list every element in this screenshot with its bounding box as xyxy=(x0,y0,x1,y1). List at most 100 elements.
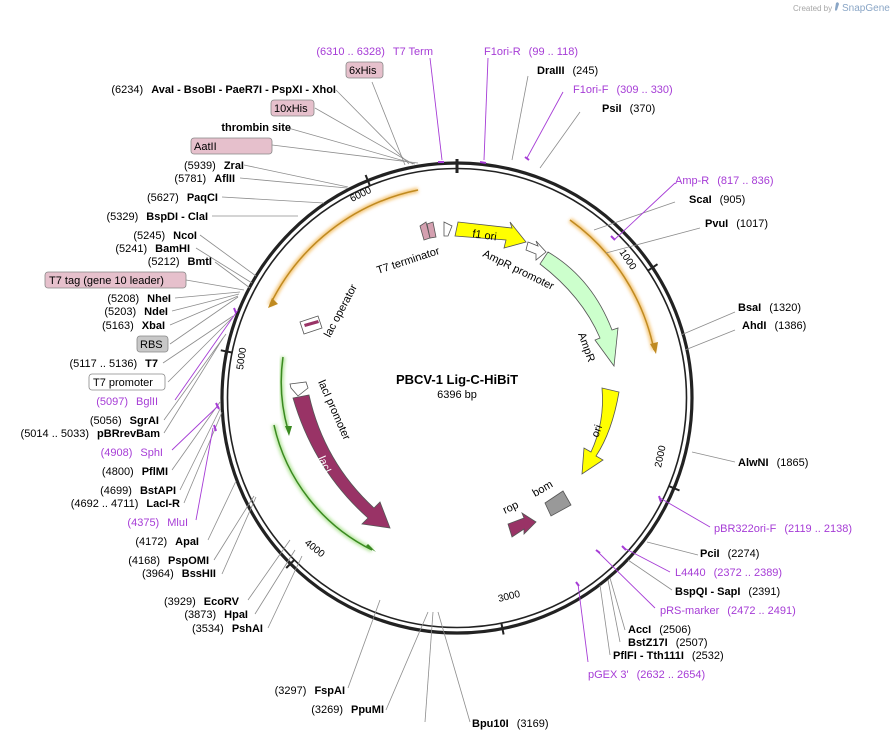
site-label-bspqi[interactable]: BspQI - SapI(2391) xyxy=(675,586,780,598)
site-label-alwni[interactable]: AlwNI(1865) xyxy=(738,457,808,469)
primer-label-prs-marker[interactable]: pRS-marker(2472 .. 2491) xyxy=(660,605,796,617)
tick-label-4000: 4000 xyxy=(302,538,327,561)
primer-label-amp-r[interactable]: Amp-R(817 .. 836) xyxy=(675,175,774,187)
primer-label-pbrrevbam[interactable]: (4908)SphI xyxy=(101,447,163,459)
feature-rop[interactable]: rop xyxy=(501,499,537,538)
snapgene-logo-icon xyxy=(835,2,839,11)
callout-box xyxy=(190,137,273,155)
site-label-psii[interactable]: PsiI(370) xyxy=(602,103,655,115)
site-label-paqci[interactable]: (5329)BspDI - ClaI xyxy=(106,211,208,223)
credit-brand: SnapGene xyxy=(842,3,890,14)
tick-label-5000: 5000 xyxy=(235,346,249,370)
site-label-sacii[interactable]: thrombin site xyxy=(221,122,291,134)
site-label-mlui[interactable]: (4172)ApaI xyxy=(135,536,199,548)
boxed-callouts: 6xHis 10xHis AatII T7 tag (gene 10 leade… xyxy=(44,61,384,391)
feature-label-ampr-promoter: AmpR promoter xyxy=(481,248,556,293)
plasmid-name: PBCV-1 Lig-C-HiBiT xyxy=(396,372,518,387)
tick-marks: 1000 2000 3000 4000 5000 6000 xyxy=(220,174,680,635)
feature-label-rop: rop xyxy=(501,499,521,517)
site-labels-left: (6310 .. 6328)T7 Term (6234)AvaI - BsoBI… xyxy=(21,46,433,716)
tick-mark xyxy=(668,484,680,492)
feature-ori[interactable]: ori xyxy=(581,387,620,475)
tick-mark xyxy=(646,263,659,272)
site-label-aflii[interactable]: (5627)PaqCI xyxy=(147,192,218,204)
feature-label-t7-terminator: T7 terminator xyxy=(375,245,441,277)
site-label-hpai[interactable]: (3534)PshAI xyxy=(192,623,263,635)
leader-lines xyxy=(162,57,736,723)
site-label-avai[interactable]: (6234)AvaI - BsoBI - PaeR7I - PspXI - Xh… xyxy=(111,84,336,96)
site-label-ecorv[interactable]: (3873)HpaI xyxy=(184,609,248,621)
site-label-ndei[interactable]: (5163)XbaI xyxy=(102,320,165,332)
tick-label-2000: 2000 xyxy=(653,444,668,468)
feature-f1-ori[interactable]: f1 ori xyxy=(454,221,527,249)
tick-mark xyxy=(364,174,372,187)
site-label-pspomi[interactable]: (3964)BssHII xyxy=(142,568,216,580)
feature-label-bom: bom xyxy=(531,479,556,500)
primer-label-t7-term[interactable]: (6310 .. 6328)T7 Term xyxy=(316,46,433,58)
site-label-sphi[interactable]: (4800)PflMI xyxy=(102,466,168,478)
site-label-bspdi[interactable]: (5245)NcoI xyxy=(133,230,197,242)
callout-box xyxy=(136,335,169,353)
callout-rbs[interactable]: RBS xyxy=(140,339,163,351)
snapgene-credit: Created by SnapGene xyxy=(793,2,890,14)
credit-prefix: Created by xyxy=(793,4,832,13)
callout-box xyxy=(88,373,166,391)
callout-box xyxy=(270,99,315,117)
site-label-pcii[interactable]: PciI(2274) xyxy=(700,548,759,560)
site-label-fspai[interactable]: (3269)PpuMI xyxy=(311,704,384,716)
site-label-pflfi[interactable]: PflFI - Tth111I(2532) xyxy=(613,650,724,662)
site-label-bglii[interactable]: (5056)SgrAI xyxy=(90,415,159,427)
callout-t7-promoter[interactable]: T7 promoter xyxy=(93,377,153,389)
site-labels-right: F1ori-R(99 .. 118) DraIII(245) F1ori-F(3… xyxy=(472,46,852,730)
primer-label-f1ori-f[interactable]: F1ori-F(309 .. 330) xyxy=(573,84,673,96)
site-label-scai[interactable]: ScaI(905) xyxy=(689,194,745,206)
feature-label-f1-ori: f1 ori xyxy=(472,228,498,243)
site-label-bamhi[interactable]: (5212)BmtI xyxy=(148,256,212,268)
tick-mark xyxy=(285,558,296,569)
tick-mark xyxy=(220,349,233,354)
orf-arcs xyxy=(267,187,658,553)
callout-box xyxy=(44,271,187,289)
callout-10xhis[interactable]: 10xHis xyxy=(274,103,308,115)
site-label-aatii[interactable]: (5939)ZraI xyxy=(184,160,244,172)
primer-label-pbr322ori-f[interactable]: pBR322ori-F(2119 .. 2138) xyxy=(714,523,852,535)
site-label-bstz17i[interactable]: BstZ17I(2507) xyxy=(628,637,708,649)
primer-label-laci-r[interactable]: (4375)MluI xyxy=(127,517,188,529)
site-label-ahdi[interactable]: AhdI(1386) xyxy=(742,320,806,332)
feature-ampr[interactable]: AmpR xyxy=(539,251,619,368)
feature-t7-terminator[interactable]: T7 terminator xyxy=(375,221,453,277)
site-label-sgrai[interactable]: (5014 .. 5033)pBRrevBam xyxy=(21,428,161,440)
primer-label-t7[interactable]: (5097)BglII xyxy=(96,396,158,408)
site-label-bsai[interactable]: BsaI(1320) xyxy=(738,302,801,314)
feature-lac-operator[interactable]: lac operator xyxy=(299,282,360,339)
site-label-xbai[interactable]: (5117 .. 5136)T7 xyxy=(69,358,158,370)
primer-label-f1ori-r[interactable]: F1ori-R(99 .. 118) xyxy=(484,46,578,58)
site-label-ncoi[interactable]: (5241)BamHI xyxy=(115,243,190,255)
site-label-pvui[interactable]: PvuI(1017) xyxy=(705,218,768,230)
site-label-bsshii[interactable]: (3929)EcoRV xyxy=(164,596,240,608)
callout-6xhis[interactable]: 6xHis xyxy=(349,65,377,77)
callout-thrombin-site[interactable]: AatII xyxy=(194,141,217,153)
feature-label-ampr: AmpR xyxy=(575,331,597,364)
site-label-zrai[interactable]: (5781)AflII xyxy=(174,173,235,185)
site-label-pflmi[interactable]: (4699)BstAPI xyxy=(100,485,176,497)
site-label-acci[interactable]: AccI(2506) xyxy=(628,624,691,636)
callout-box xyxy=(345,61,384,79)
site-label-bmti[interactable]: (5208)NheI xyxy=(107,293,171,305)
site-label-apai[interactable]: (4168)PspOMI xyxy=(128,555,209,567)
site-label-nhei[interactable]: (5203)NdeI xyxy=(104,306,168,318)
tick-label-3000: 3000 xyxy=(497,589,522,605)
callout-t7-tag[interactable]: T7 tag (gene 10 leader) xyxy=(49,275,164,287)
feature-bom[interactable]: bom xyxy=(531,479,572,517)
tick-mark xyxy=(500,622,505,635)
plasmid-length: 6396 bp xyxy=(437,389,477,401)
site-label-draiii[interactable]: DraIII(245) xyxy=(537,65,598,77)
backbone xyxy=(220,159,694,635)
site-label-bstapi[interactable]: (4692 .. 4711)LacI-R xyxy=(71,498,180,510)
primer-label-pgex3[interactable]: pGEX 3'(2632 .. 2654) xyxy=(588,669,705,681)
feature-label-ori: ori xyxy=(590,423,605,439)
site-label-bpu10i[interactable]: Bpu10I(3169) xyxy=(472,718,548,730)
site-label-pshai[interactable]: (3297)FspAI xyxy=(275,685,345,697)
primer-label-l4440[interactable]: L4440(2372 .. 2389) xyxy=(675,567,782,579)
